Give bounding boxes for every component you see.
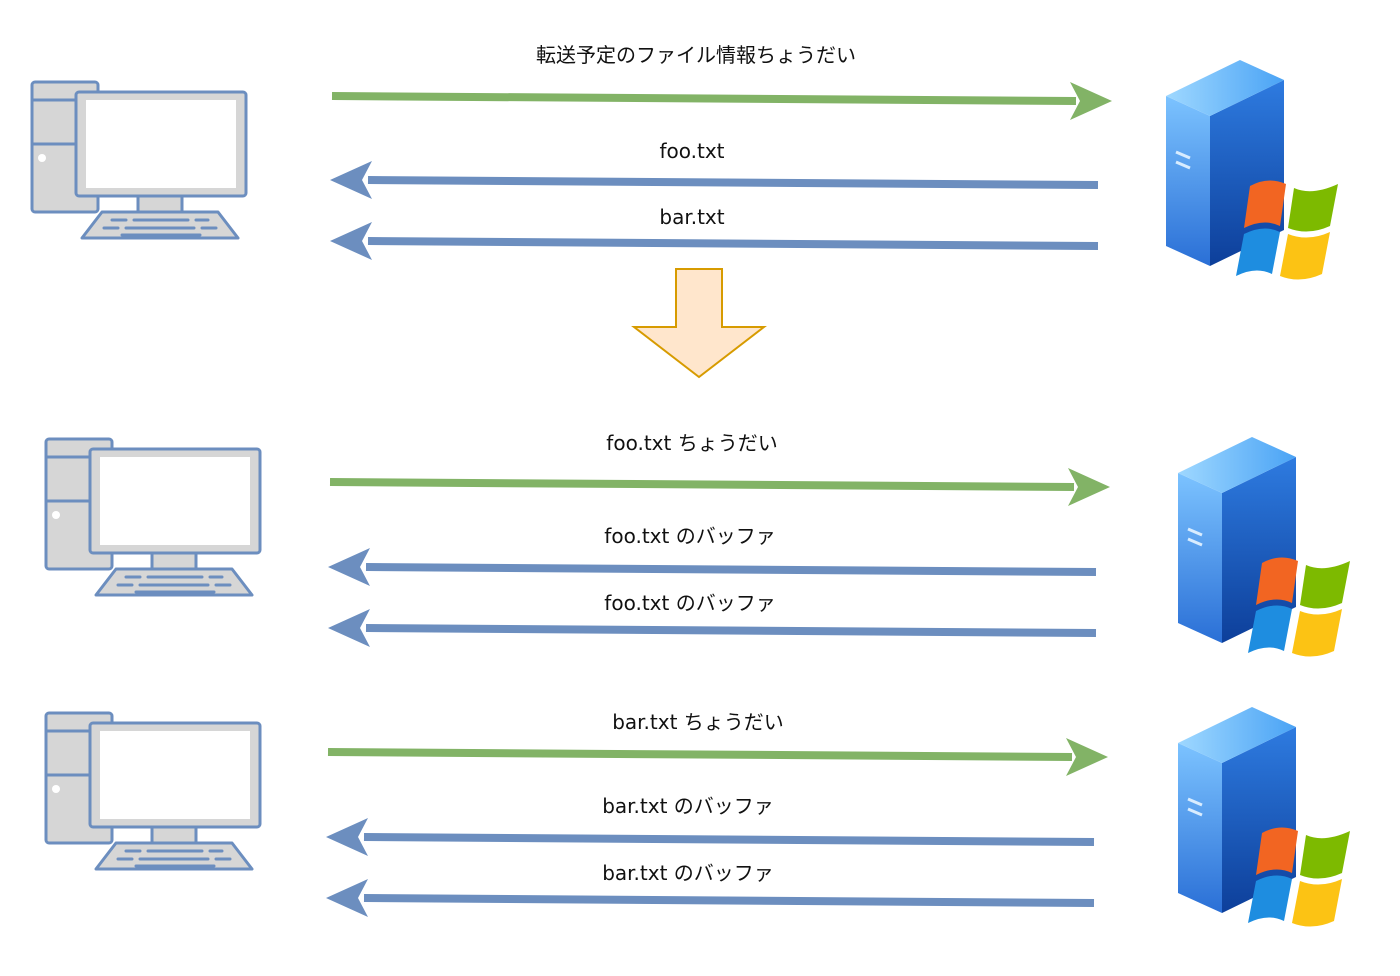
desktop-computer-icon bbox=[30, 80, 248, 240]
request-label: bar.txt ちょうだい bbox=[612, 710, 784, 734]
windows-server-icon bbox=[1164, 58, 1340, 282]
request-arrow bbox=[331, 82, 1112, 120]
response-label: foo.txt のバッファ bbox=[604, 591, 776, 615]
windows-server-icon bbox=[1176, 705, 1352, 929]
response-label: bar.txt bbox=[659, 205, 725, 229]
response-arrow bbox=[330, 222, 1099, 260]
desktop-computer-icon bbox=[44, 711, 262, 871]
desktop-computer-icon bbox=[44, 437, 262, 597]
response-label: foo.txt のバッファ bbox=[604, 524, 776, 548]
response-arrow bbox=[326, 879, 1095, 917]
request-arrow bbox=[327, 738, 1108, 776]
down-arrow-icon bbox=[631, 268, 767, 379]
response-arrow bbox=[328, 609, 1097, 647]
request-label: 転送予定のファイル情報ちょうだい bbox=[536, 43, 856, 67]
response-arrow bbox=[328, 548, 1097, 586]
request-arrow bbox=[329, 468, 1110, 506]
request-label: foo.txt ちょうだい bbox=[606, 431, 778, 455]
response-label: bar.txt のバッファ bbox=[602, 794, 774, 818]
response-label: bar.txt のバッファ bbox=[602, 861, 774, 885]
windows-server-icon bbox=[1176, 435, 1352, 659]
response-arrow bbox=[326, 818, 1095, 856]
response-label: foo.txt bbox=[659, 139, 725, 163]
response-arrow bbox=[330, 161, 1099, 199]
